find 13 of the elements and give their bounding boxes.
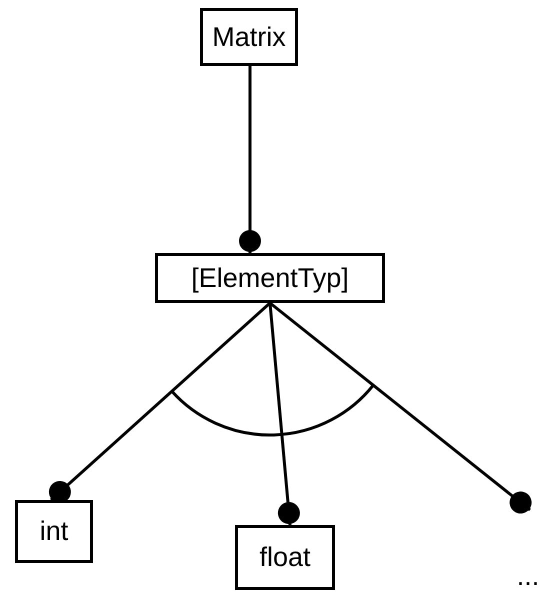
feature-label: ... — [516, 563, 540, 590]
feature-label: int — [40, 518, 68, 545]
feature-box — [155, 253, 385, 303]
connector-line — [268, 302, 300, 526]
feature-box — [200, 8, 298, 66]
connector-line — [239, 66, 261, 253]
feature-box — [15, 500, 93, 563]
feature-label: [ElementTyp] — [191, 264, 349, 292]
connector-line — [48, 302, 271, 503]
feature-label: float — [259, 544, 311, 571]
feature-box — [235, 525, 335, 590]
connector-line — [269, 302, 532, 514]
feature-label: Matrix — [212, 24, 286, 50]
